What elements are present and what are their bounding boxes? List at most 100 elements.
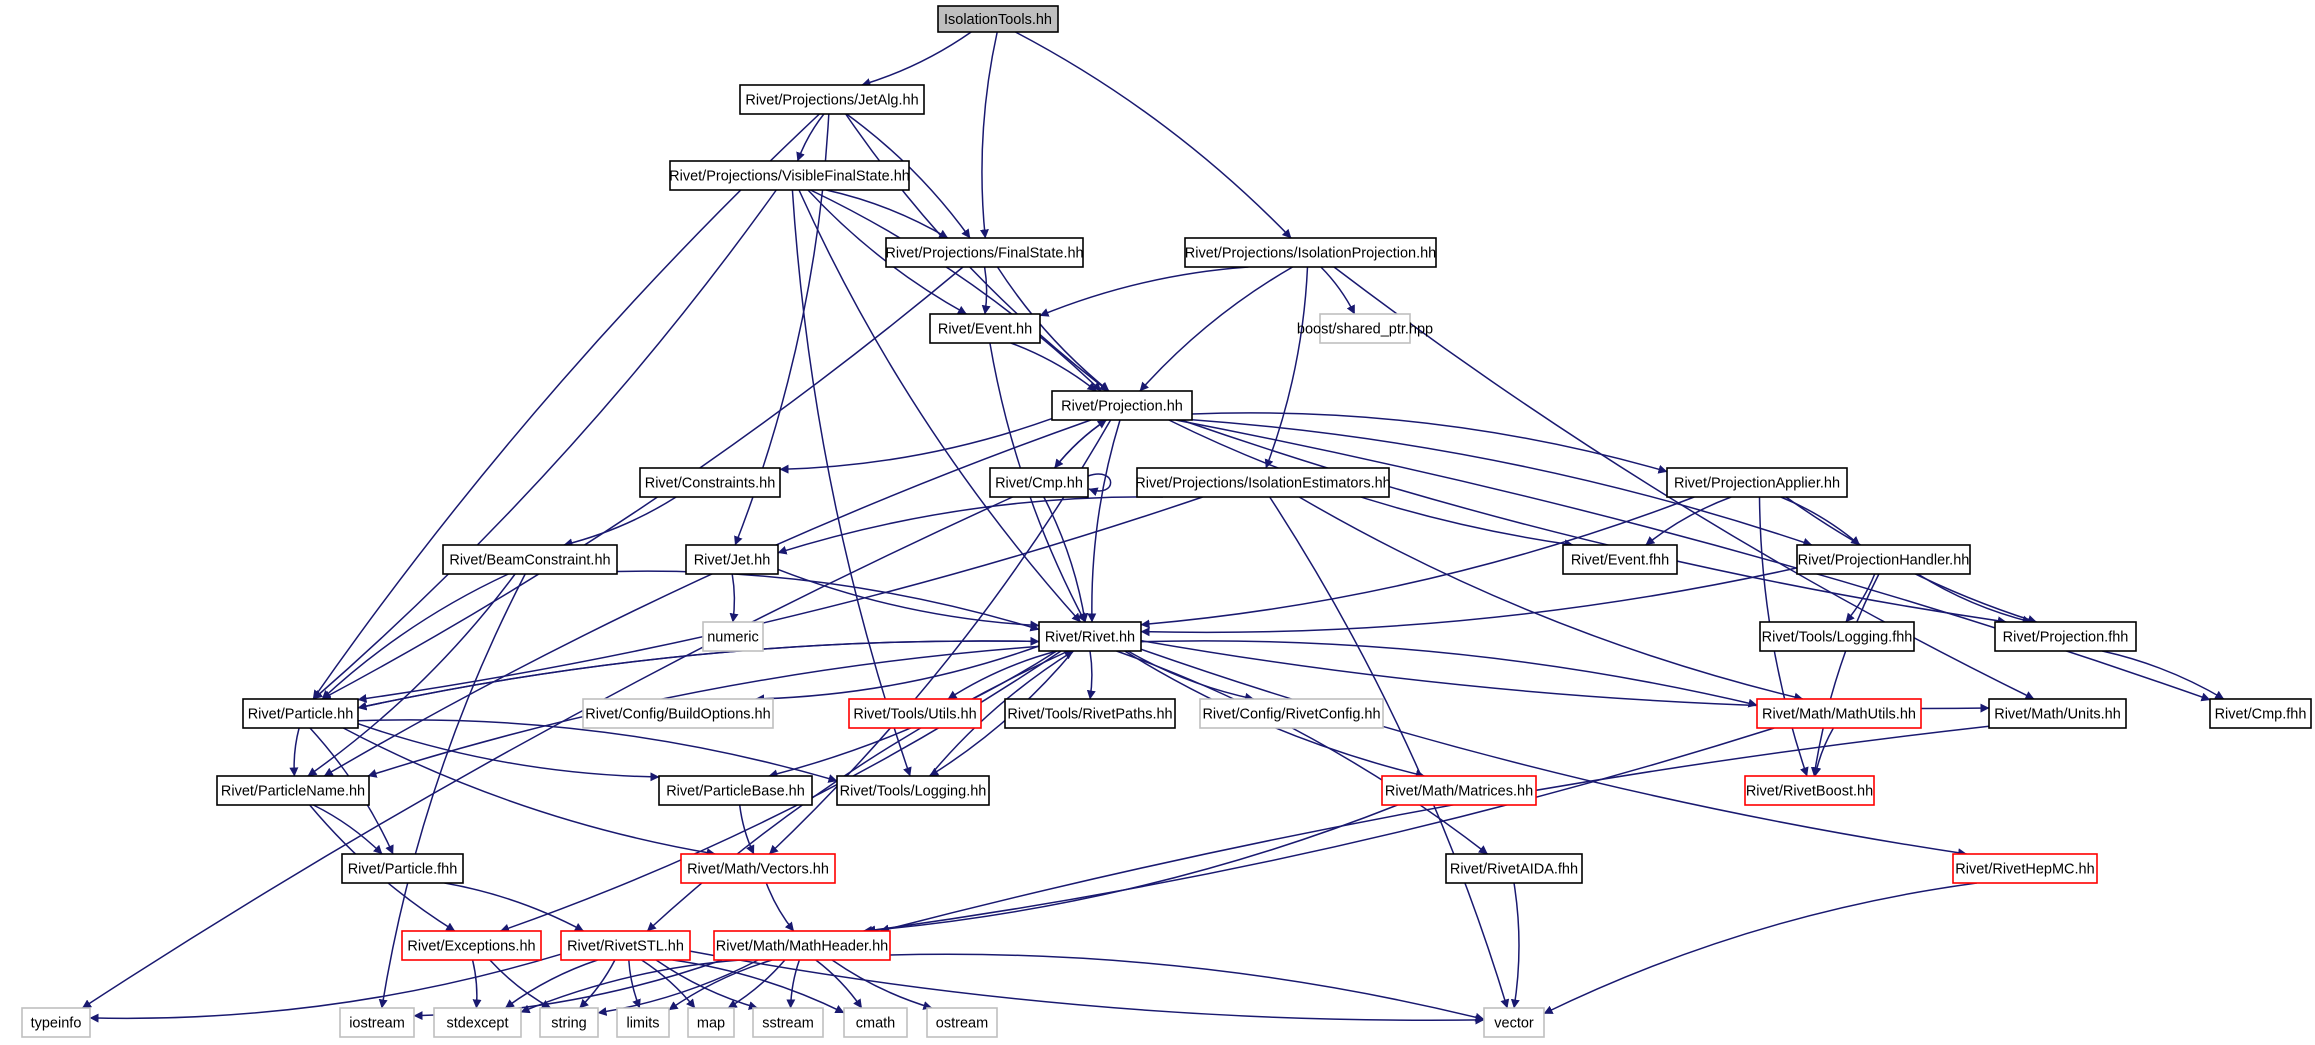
node-box[interactable] bbox=[836, 775, 990, 806]
node-projapplier[interactable]: Rivet/ProjectionApplier.hh bbox=[1666, 467, 1848, 498]
node-jetalg[interactable]: Rivet/Projections/JetAlg.hh bbox=[739, 84, 925, 115]
node-jet[interactable]: Rivet/Jet.hh bbox=[685, 544, 779, 575]
node-box[interactable] bbox=[1445, 853, 1583, 884]
node-box[interactable] bbox=[1744, 775, 1875, 806]
node-box[interactable] bbox=[1136, 467, 1390, 498]
node-box[interactable] bbox=[713, 930, 891, 961]
node-sstream[interactable]: sstream bbox=[752, 1007, 824, 1038]
node-rivethepmc[interactable]: Rivet/RivetHepMC.hh bbox=[1952, 853, 2098, 884]
node-box[interactable] bbox=[687, 1007, 735, 1038]
node-box[interactable] bbox=[658, 775, 813, 806]
node-ostream[interactable]: ostream bbox=[926, 1007, 998, 1038]
node-units[interactable]: Rivet/Math/Units.hh bbox=[1988, 698, 2127, 729]
node-matrices[interactable]: Rivet/Math/Matrices.hh bbox=[1381, 775, 1537, 806]
node-constraints[interactable]: Rivet/Constraints.hh bbox=[639, 467, 781, 498]
node-cmath[interactable]: cmath bbox=[843, 1007, 908, 1038]
node-box[interactable] bbox=[242, 698, 359, 729]
node-box[interactable] bbox=[1994, 621, 2137, 652]
node-beamconstraint[interactable]: Rivet/BeamConstraint.hh bbox=[442, 544, 618, 575]
node-box[interactable] bbox=[1199, 698, 1384, 729]
node-particlefhh[interactable]: Rivet/Particle.fhh bbox=[341, 853, 464, 884]
node-box[interactable] bbox=[1756, 698, 1922, 729]
node-visiblefs[interactable]: Rivet/Projections/VisibleFinalState.hh bbox=[669, 160, 910, 191]
node-map[interactable]: map bbox=[687, 1007, 735, 1038]
node-box[interactable] bbox=[989, 467, 1089, 498]
node-vectors[interactable]: Rivet/Math/Vectors.hh bbox=[680, 853, 836, 884]
node-projection[interactable]: Rivet/Projection.hh bbox=[1051, 390, 1193, 421]
node-particlebase[interactable]: Rivet/ParticleBase.hh bbox=[658, 775, 813, 806]
node-isolationtools[interactable]: IsolationTools.hh bbox=[937, 5, 1059, 33]
node-box[interactable] bbox=[848, 698, 982, 729]
node-string[interactable]: string bbox=[539, 1007, 599, 1038]
node-box[interactable] bbox=[639, 467, 781, 498]
node-box[interactable] bbox=[401, 930, 542, 961]
node-box[interactable] bbox=[442, 544, 618, 575]
node-rivetstl[interactable]: Rivet/RivetSTL.hh bbox=[560, 930, 691, 961]
node-box[interactable] bbox=[1796, 544, 1971, 575]
node-box[interactable] bbox=[1184, 237, 1437, 268]
node-utils[interactable]: Rivet/Tools/Utils.hh bbox=[848, 698, 982, 729]
node-box[interactable] bbox=[929, 313, 1041, 344]
node-loggingfhh[interactable]: Rivet/Tools/Logging.fhh bbox=[1759, 621, 1915, 652]
node-box[interactable] bbox=[1319, 313, 1411, 344]
node-iostream[interactable]: iostream bbox=[339, 1007, 415, 1038]
node-box[interactable] bbox=[1952, 853, 2098, 884]
node-vector[interactable]: vector bbox=[1483, 1007, 1545, 1038]
node-projhandler[interactable]: Rivet/ProjectionHandler.hh bbox=[1796, 544, 1971, 575]
node-box[interactable] bbox=[1483, 1007, 1545, 1038]
node-rivetconfig[interactable]: Rivet/Config/RivetConfig.hh bbox=[1199, 698, 1384, 729]
node-box[interactable] bbox=[216, 775, 370, 806]
node-eventfhh[interactable]: Rivet/Event.fhh bbox=[1562, 544, 1678, 575]
node-box[interactable] bbox=[1759, 621, 1915, 652]
node-box[interactable] bbox=[885, 237, 1084, 268]
node-mathheader[interactable]: Rivet/Math/MathHeader.hh bbox=[713, 930, 891, 961]
node-box[interactable] bbox=[702, 621, 764, 652]
node-exceptions[interactable]: Rivet/Exceptions.hh bbox=[401, 930, 542, 961]
node-particlename[interactable]: Rivet/ParticleName.hh bbox=[216, 775, 370, 806]
node-cmp[interactable]: Rivet/Cmp.hh bbox=[989, 467, 1089, 498]
node-isoproj[interactable]: Rivet/Projections/IsolationProjection.hh bbox=[1184, 237, 1437, 268]
node-box[interactable] bbox=[539, 1007, 599, 1038]
node-box[interactable] bbox=[339, 1007, 415, 1038]
node-box[interactable] bbox=[937, 5, 1059, 33]
node-box[interactable] bbox=[1038, 621, 1142, 652]
node-box[interactable] bbox=[560, 930, 691, 961]
node-rivetpaths[interactable]: Rivet/Tools/RivetPaths.hh bbox=[1004, 698, 1176, 729]
node-box[interactable] bbox=[341, 853, 464, 884]
node-projfhh[interactable]: Rivet/Projection.fhh bbox=[1994, 621, 2137, 652]
node-box[interactable] bbox=[1004, 698, 1176, 729]
node-rivetaida[interactable]: Rivet/RivetAIDA.fhh bbox=[1445, 853, 1583, 884]
node-box[interactable] bbox=[616, 1007, 670, 1038]
node-stdexcept[interactable]: stdexcept bbox=[433, 1007, 522, 1038]
node-box[interactable] bbox=[21, 1007, 91, 1038]
node-box[interactable] bbox=[2209, 698, 2312, 729]
node-isoest[interactable]: Rivet/Projections/IsolationEstimators.hh bbox=[1135, 467, 1391, 498]
node-box[interactable] bbox=[752, 1007, 824, 1038]
node-buildoptions[interactable]: Rivet/Config/BuildOptions.hh bbox=[582, 698, 774, 729]
node-box[interactable] bbox=[1051, 390, 1193, 421]
node-box[interactable] bbox=[1562, 544, 1678, 575]
node-event[interactable]: Rivet/Event.hh bbox=[929, 313, 1041, 344]
node-particle[interactable]: Rivet/Particle.hh bbox=[242, 698, 359, 729]
node-logging[interactable]: Rivet/Tools/Logging.hh bbox=[836, 775, 990, 806]
node-box[interactable] bbox=[1988, 698, 2127, 729]
node-rivet[interactable]: Rivet/Rivet.hh bbox=[1038, 621, 1142, 652]
node-finalstate[interactable]: Rivet/Projections/FinalState.hh bbox=[885, 237, 1084, 268]
node-box[interactable] bbox=[1666, 467, 1848, 498]
node-limits[interactable]: limits bbox=[616, 1007, 670, 1038]
node-box[interactable] bbox=[843, 1007, 908, 1038]
node-box[interactable] bbox=[433, 1007, 522, 1038]
node-box[interactable] bbox=[685, 544, 779, 575]
node-box[interactable] bbox=[680, 853, 836, 884]
node-box[interactable] bbox=[669, 160, 910, 191]
node-numeric[interactable]: numeric bbox=[702, 621, 764, 652]
node-box[interactable] bbox=[582, 698, 774, 729]
node-mathutils[interactable]: Rivet/Math/MathUtils.hh bbox=[1756, 698, 1922, 729]
node-cmpfhh[interactable]: Rivet/Cmp.fhh bbox=[2209, 698, 2312, 729]
node-box[interactable] bbox=[926, 1007, 998, 1038]
node-rivetboost[interactable]: Rivet/RivetBoost.hh bbox=[1744, 775, 1875, 806]
node-sharedptr[interactable]: boost/shared_ptr.hpp bbox=[1297, 313, 1433, 344]
node-typeinfo[interactable]: typeinfo bbox=[21, 1007, 91, 1038]
node-box[interactable] bbox=[1381, 775, 1537, 806]
node-box[interactable] bbox=[739, 84, 925, 115]
